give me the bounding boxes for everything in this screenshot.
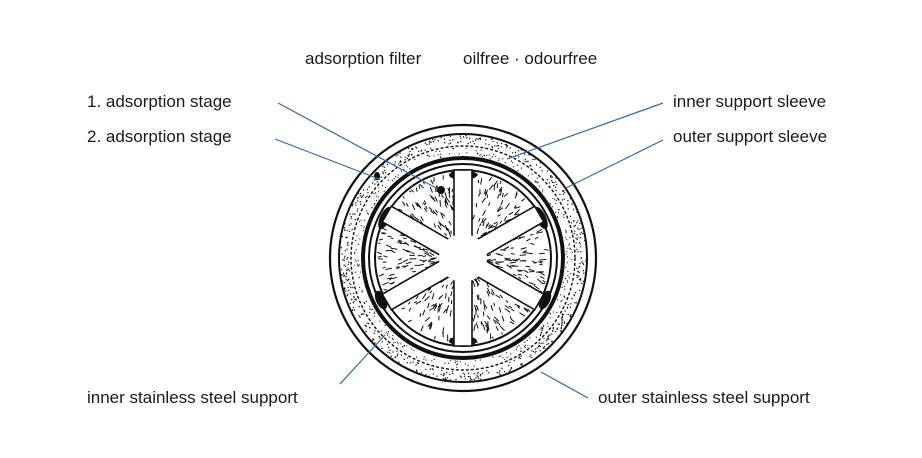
leader-outer-sleeve <box>565 139 664 189</box>
label-adsorption-stage-2: 2. adsorption stage <box>87 127 232 146</box>
label-outer-stainless-steel-support: outer stainless steel support <box>598 388 810 407</box>
label-adsorption-stage-1: 1. adsorption stage <box>87 92 232 111</box>
outer-steel-ring-inner <box>338 133 588 383</box>
label-inner-stainless-steel-support: inner stainless steel support <box>87 388 298 407</box>
leader-stage-1 <box>277 102 439 190</box>
leader-inner-steel <box>339 334 386 385</box>
outer-steel-ring-outer <box>328 123 598 393</box>
leader-lines <box>274 102 664 399</box>
leader-stage-2 <box>274 138 380 180</box>
inner-stipple-band <box>354 147 574 368</box>
diagram-title: adsorption filter <box>305 49 422 68</box>
leader-outer-steel <box>540 371 589 399</box>
outer-support-sleeve <box>350 145 576 371</box>
second-stage-stipple <box>340 135 587 381</box>
label-outer-support-sleeve: outer support sleeve <box>673 127 828 146</box>
inner-support-sleeve <box>361 156 565 360</box>
leader-inner-sleeve <box>506 102 664 160</box>
central-star-channels <box>381 169 545 347</box>
diagram-subtitle: oilfree · odourfree <box>463 49 598 68</box>
label-inner-support-sleeve: inner support sleeve <box>673 92 827 111</box>
inner-steel-ring-a <box>368 163 558 353</box>
